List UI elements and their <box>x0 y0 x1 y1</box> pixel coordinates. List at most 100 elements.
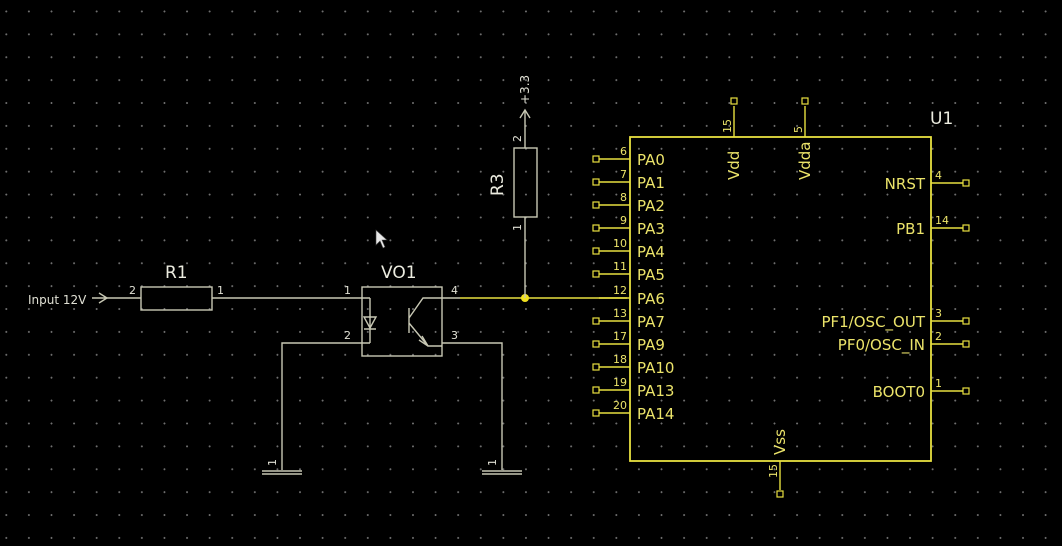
r1-pin-1: 1 <box>217 284 224 297</box>
pin-name: PA5 <box>637 266 665 284</box>
u1-pin-pa10[interactable]: 18 PA10 <box>592 353 674 377</box>
ground-left[interactable]: 1 <box>262 342 342 475</box>
pin-number: 10 <box>613 237 627 250</box>
u1-pin-pb1[interactable]: 14 PB1 <box>896 214 970 238</box>
gnd-left-pin: 1 <box>266 459 279 466</box>
pin-terminal <box>776 490 784 498</box>
pin-terminal <box>592 386 600 394</box>
u1-pin-pf1-osc-out[interactable]: 3 PF1/OSC_OUT <box>821 307 970 332</box>
pin-number: 3 <box>935 307 942 320</box>
pin-terminal <box>962 179 970 187</box>
vo1-pin-3: 3 <box>451 329 458 342</box>
pin-number: 4 <box>935 169 942 182</box>
pin-number: 6 <box>620 145 627 158</box>
pin-number: 1 <box>935 377 942 390</box>
u1-pin-pa1[interactable]: 7 PA1 <box>592 168 665 192</box>
pin-name: PA4 <box>637 243 665 261</box>
input-arrow-icon <box>92 292 109 304</box>
pin-name: PA10 <box>637 359 674 377</box>
u1-pin-pa0[interactable]: 6 PA0 <box>592 145 665 169</box>
pin-name: PB1 <box>896 220 925 238</box>
pin-terminal <box>592 247 600 255</box>
u1-pin-pa3[interactable]: 9 PA3 <box>592 214 665 238</box>
u1-pin-vss[interactable]: 15 Vss <box>767 429 789 498</box>
pin-name: PA14 <box>637 405 674 423</box>
r3-supply: +3.3 <box>518 75 532 104</box>
pin-name: Vss <box>771 429 789 455</box>
optocoupler-vo1[interactable]: VO1 1 2 4 3 <box>342 263 460 357</box>
pin-number: 15 <box>721 119 734 133</box>
u1-pin-pa5[interactable]: 11 PA5 <box>592 260 665 284</box>
led-icon <box>362 316 378 330</box>
input-port-label: Input 12V <box>28 293 87 307</box>
pin-number: 18 <box>613 353 627 366</box>
arrow-pointer-icon <box>375 229 388 249</box>
r3-body <box>513 147 538 218</box>
pin-number: 20 <box>613 399 627 412</box>
pin-number: 2 <box>935 330 942 343</box>
ground-right[interactable]: 1 <box>460 342 522 475</box>
u1-pin-pa7[interactable]: 13 PA7 <box>592 307 665 331</box>
r3-pin-1: 1 <box>511 224 524 231</box>
pin-number: 17 <box>613 330 627 343</box>
pin-terminal <box>962 224 970 232</box>
pin-number: 19 <box>613 376 627 389</box>
pin-number: 12 <box>613 284 627 297</box>
u1-pin-pa14[interactable]: 20 PA14 <box>592 399 674 423</box>
pin-terminal <box>592 409 600 417</box>
u1-bottom-pins: 15 Vss <box>767 429 789 498</box>
pin-name: PA6 <box>637 290 665 308</box>
pin-name: PA1 <box>637 174 665 192</box>
pin-terminal <box>730 97 738 105</box>
pin-name: NRST <box>885 175 926 193</box>
u1-ref: U1 <box>930 109 953 129</box>
pin-name: PF1/OSC_OUT <box>821 313 925 332</box>
pin-terminal <box>962 317 970 325</box>
u1-pin-pa4[interactable]: 10 PA4 <box>592 237 665 261</box>
pin-name: Vdd <box>725 151 743 180</box>
u1-pin-nrst[interactable]: 4 NRST <box>885 169 970 193</box>
pin-name: PA7 <box>637 313 665 331</box>
vo1-body <box>361 286 443 357</box>
input-port[interactable]: Input 12V <box>28 292 109 307</box>
pin-number: 14 <box>935 214 949 227</box>
pin-number: 5 <box>792 126 805 133</box>
pin-number: 15 <box>767 464 780 478</box>
pin-name: PA9 <box>637 336 665 354</box>
pin-terminal <box>592 155 600 163</box>
vo1-ref: VO1 <box>381 263 417 283</box>
vo1-pin-1: 1 <box>344 284 351 297</box>
pin-name: PA3 <box>637 220 665 238</box>
pin-terminal <box>801 97 809 105</box>
pin-name: BOOT0 <box>873 383 925 401</box>
resistor-r3[interactable]: R3 2 1 +3.3 <box>488 75 538 298</box>
u1-pin-pa6[interactable]: 12 PA6 <box>599 284 665 308</box>
pin-number: 13 <box>613 307 627 320</box>
pin-number: 9 <box>620 214 627 227</box>
r3-ref: R3 <box>488 173 508 196</box>
pin-name: PA0 <box>637 151 665 169</box>
u1-pin-pa9[interactable]: 17 PA9 <box>592 330 665 354</box>
resistor-r1[interactable]: R1 2 1 <box>107 263 342 311</box>
u1-pin-boot0[interactable]: 1 BOOT0 <box>873 377 970 401</box>
pin-terminal <box>962 387 970 395</box>
pin-terminal <box>592 363 600 371</box>
r1-ref: R1 <box>165 263 188 283</box>
ground-icon <box>262 342 342 475</box>
pin-number: 7 <box>620 168 627 181</box>
pin-terminal <box>592 317 600 325</box>
pin-terminal <box>592 340 600 348</box>
pin-number: 11 <box>613 260 627 273</box>
r1-pin-2: 2 <box>129 284 136 297</box>
